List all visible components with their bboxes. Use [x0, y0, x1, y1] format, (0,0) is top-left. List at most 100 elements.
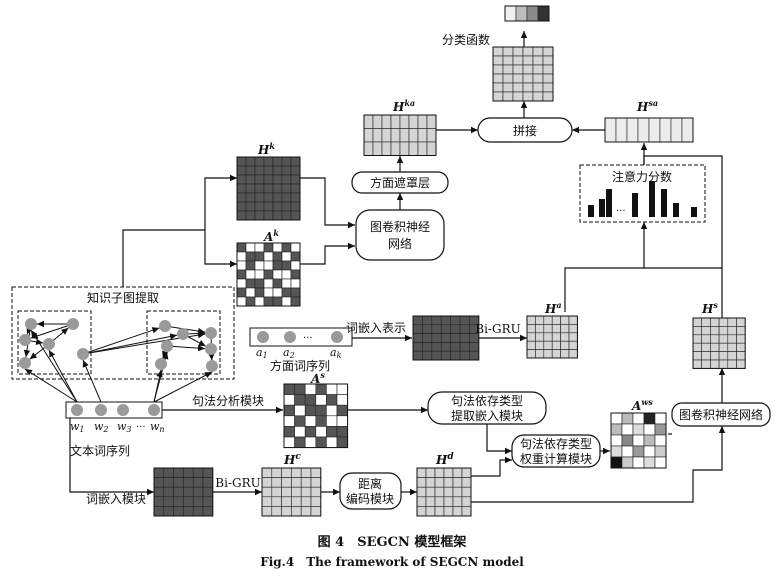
- figure-caption-en: Fig.4 The framework of SEGCN model: [260, 555, 524, 569]
- hd-cell: [434, 467, 445, 478]
- text-embedding-cell: [163, 467, 174, 478]
- hd-cell: [452, 477, 463, 488]
- hk-cell: [263, 174, 274, 185]
- as-cell: [294, 383, 306, 395]
- aspect-embedding-cell: [469, 350, 480, 361]
- segcn-framework-diagram: 分类函数 拼接 方面遮罩层 图卷积神经 网络 注意力分数 ··· 知识子图提取 …: [11, 5, 771, 517]
- hsa-cell: [626, 117, 639, 143]
- as-cell: [326, 426, 338, 438]
- hs-cell: [727, 359, 737, 369]
- ak-cell: [236, 296, 247, 307]
- dep-type-embed-label-2: 提取嵌入模块: [451, 408, 523, 423]
- as-cell: [294, 404, 306, 417]
- text-token-w1: w1: [70, 420, 85, 434]
- softmax-cell: [512, 64, 524, 75]
- hd-cell: [443, 477, 454, 488]
- ha-cell: [560, 324, 570, 334]
- hk-cell: [272, 174, 283, 185]
- softmax-cell: [522, 46, 534, 57]
- aspect-embedding-cell: [431, 350, 442, 361]
- text-token-ellipsis: ···: [136, 422, 146, 433]
- ak-cell: [254, 251, 265, 262]
- aws-cell: [654, 412, 667, 425]
- graph-node: [67, 318, 79, 330]
- text-embedding-cell: [202, 477, 214, 488]
- output-vector-cell: [504, 5, 517, 22]
- hs-cell: [727, 317, 737, 327]
- hs-cell: [701, 351, 711, 361]
- as-cell: [283, 436, 295, 448]
- hc-cell: [310, 496, 322, 507]
- hk-cell: [236, 201, 247, 212]
- hk-cell: [245, 174, 256, 185]
- ak-cell: [254, 296, 265, 307]
- ak-cell: [245, 287, 256, 298]
- ak-cell: [245, 296, 256, 307]
- hs-cell: [701, 359, 711, 369]
- hk-cell: [281, 210, 292, 221]
- word-embed-module-label: 词嵌入模块: [86, 492, 146, 506]
- ak-cell: [236, 260, 247, 271]
- hka-cell: [426, 114, 437, 129]
- ak-cell: [254, 278, 265, 289]
- hka-cell: [408, 114, 419, 129]
- aspect-embedding-cell: [450, 324, 461, 334]
- aspect-embedding-cell: [450, 342, 461, 352]
- ak-cell: [290, 242, 301, 253]
- softmax-cell: [502, 73, 514, 84]
- text-embedding-cell: [153, 486, 165, 498]
- as-cell: [283, 404, 295, 417]
- aws-cell: [632, 423, 645, 436]
- graph-node: [43, 338, 55, 350]
- hc-cell: [291, 477, 302, 488]
- hd-cell: [452, 506, 463, 517]
- ha-cell: [543, 315, 553, 325]
- as-cell: [304, 436, 317, 448]
- hka-cell: [390, 141, 401, 156]
- hd-cell: [461, 486, 472, 498]
- ak-cell: [272, 260, 283, 271]
- hk-cell: [281, 201, 292, 212]
- graph-node: [205, 327, 217, 339]
- knowledge-graph: [19, 318, 218, 403]
- as-cell: [326, 394, 338, 406]
- as-cell: [336, 436, 348, 448]
- hka-label: Hka: [392, 98, 415, 114]
- ak-cell: [245, 251, 256, 262]
- hk-cell: [290, 192, 301, 203]
- aspect-mask-label: 方面遮罩层: [370, 175, 430, 190]
- ak-cell: [236, 269, 247, 280]
- graph-node: [77, 348, 89, 360]
- graph-node: [177, 328, 189, 340]
- attention-box: [579, 164, 706, 223]
- hs-cell: [727, 334, 737, 344]
- hc-cell: [281, 506, 292, 517]
- hc-cell: [300, 506, 312, 517]
- aws-cell: [654, 456, 667, 469]
- concat-box: [477, 117, 573, 143]
- softmax-cell: [502, 82, 514, 93]
- softmax-label: 分类函数: [442, 32, 490, 47]
- as-cell: [315, 436, 327, 448]
- hka-cell: [417, 114, 428, 129]
- softmax-cell: [532, 91, 544, 102]
- hk-cell: [272, 156, 283, 167]
- aws-cell: [654, 423, 667, 436]
- text-embedding-cell: [173, 486, 184, 498]
- aws-cell: [643, 445, 656, 458]
- hc-cell: [281, 486, 292, 498]
- softmax-cell: [502, 64, 514, 75]
- hs-cell: [701, 317, 711, 327]
- attention-bar: [599, 199, 605, 217]
- ha-cell: [560, 332, 570, 342]
- softmax-matrix: [492, 46, 554, 102]
- hs-label: Hs: [701, 300, 718, 316]
- hka-cell: [363, 128, 374, 143]
- hd-cell: [461, 477, 472, 488]
- subgraph-right-box: [146, 310, 221, 375]
- as-matrix: [283, 383, 349, 449]
- hk-cell: [236, 210, 247, 221]
- aws-label: Aws: [631, 397, 653, 413]
- hka-cell: [381, 114, 392, 129]
- distance-encoding-box: [339, 472, 402, 510]
